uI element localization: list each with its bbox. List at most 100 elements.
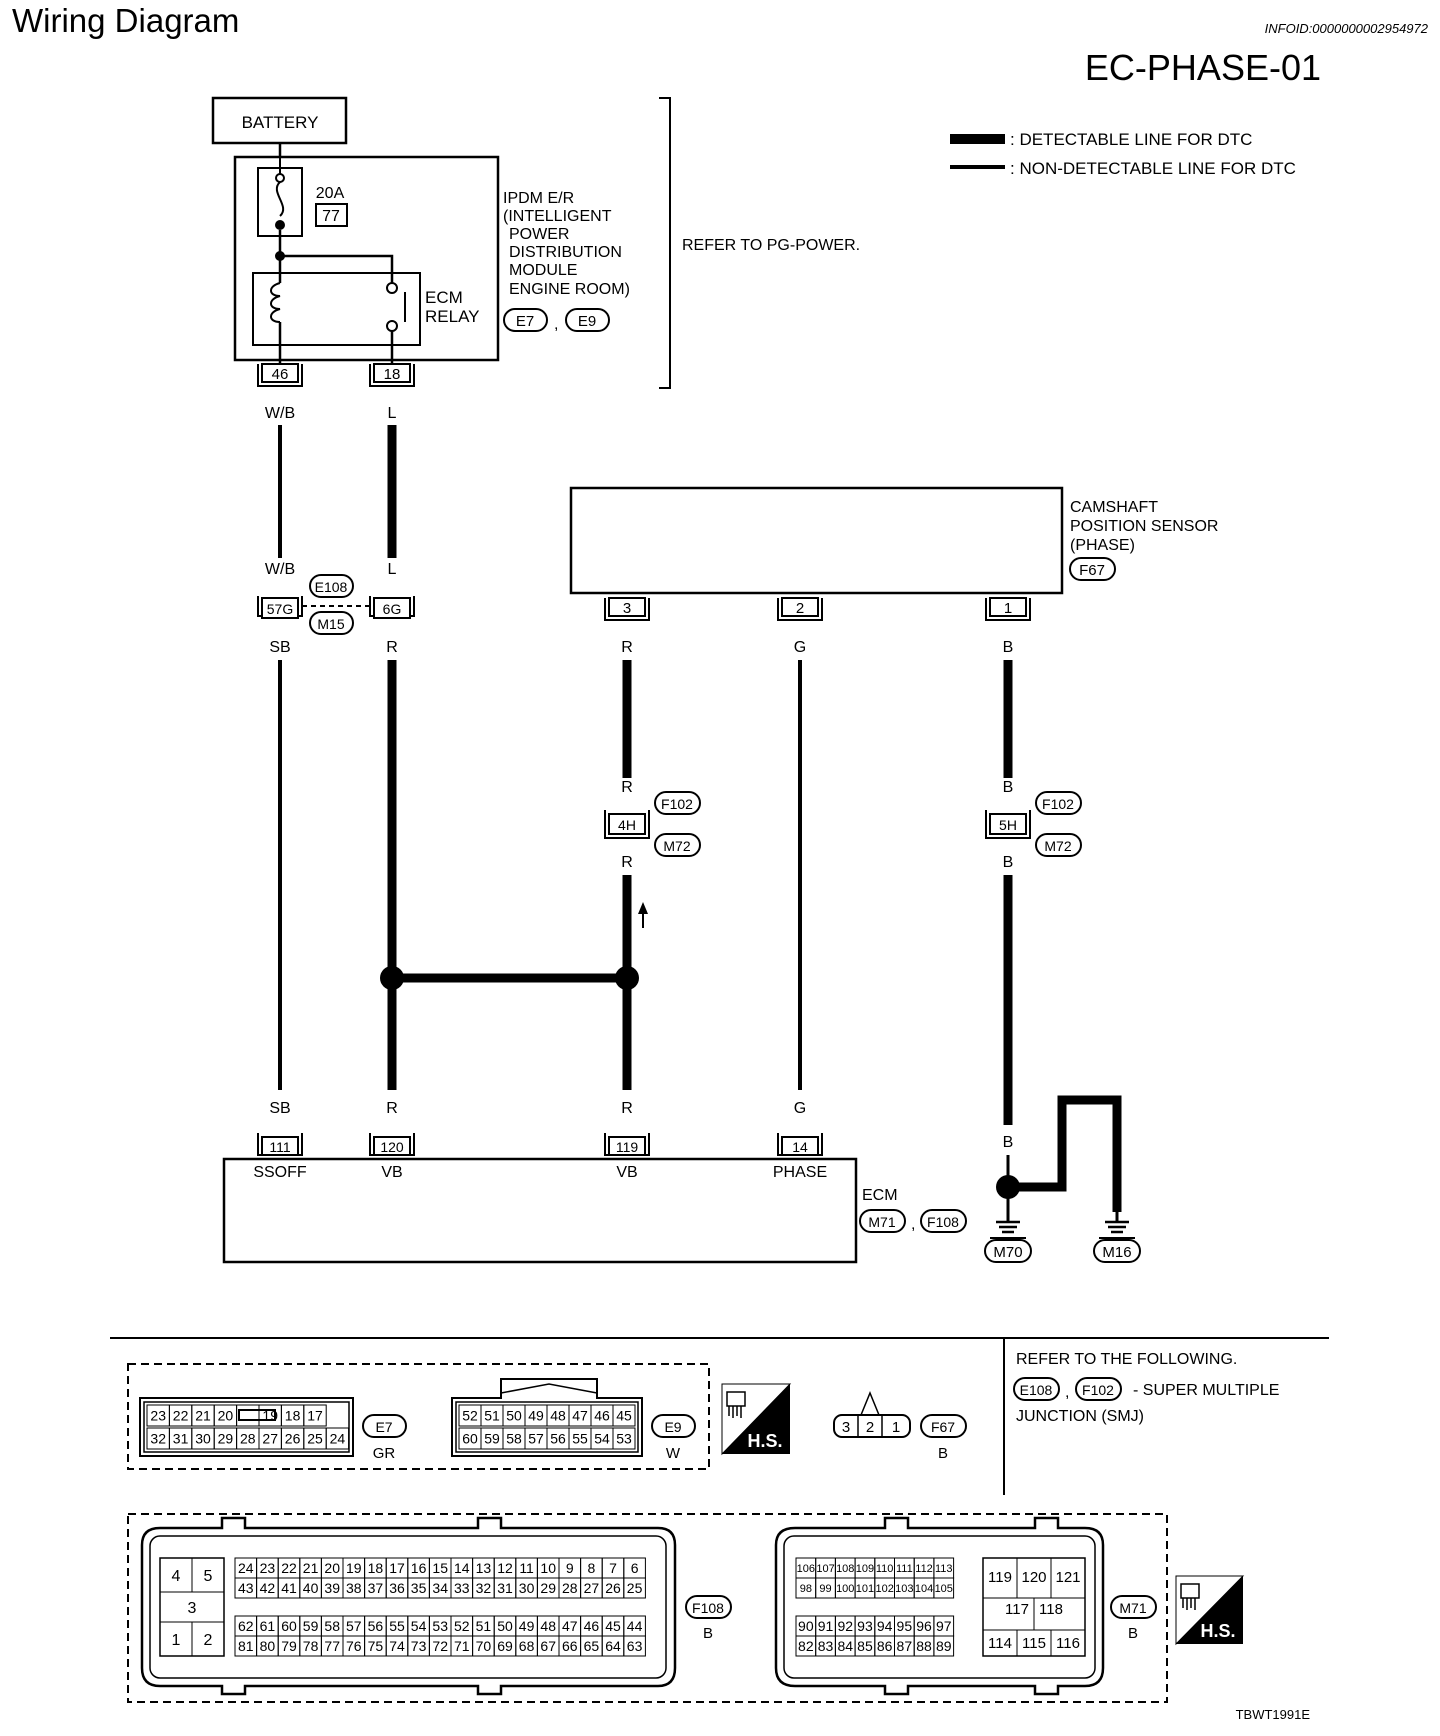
connector-pin: 110	[876, 1563, 894, 1575]
ecm-terminal-name-vb119: VB	[616, 1164, 637, 1181]
connector-pin: 116	[1056, 1635, 1080, 1652]
connector-pin: 111	[896, 1563, 913, 1575]
svg-text:57G: 57G	[267, 601, 293, 617]
connector-pin: 34	[432, 1580, 448, 1596]
connector-pin: 56	[550, 1431, 566, 1447]
connector-pin: 10	[540, 1560, 556, 1576]
svg-text:F102: F102	[661, 796, 693, 812]
connector-pin: 67	[540, 1638, 556, 1654]
connector-pin: 96	[916, 1618, 932, 1634]
connector-pin: 57	[528, 1431, 544, 1447]
ecm-terminal-111: 111	[257, 1133, 303, 1156]
connector-pin: 15	[432, 1560, 448, 1576]
connector-pin: 27	[584, 1580, 600, 1596]
connector-pin: 121	[1055, 1569, 1080, 1586]
connector-pin: 49	[528, 1408, 544, 1424]
connector-pin: 71	[454, 1638, 470, 1654]
connector-pin: 88	[916, 1638, 932, 1654]
connector-pin: 44	[627, 1618, 643, 1634]
connector-pin: 18	[368, 1560, 384, 1576]
connector-pin: 87	[897, 1638, 913, 1654]
connector-pin: 53	[616, 1431, 632, 1447]
ipdm-label-4: DISTRIBUTION	[509, 244, 622, 261]
ipdm-er: 20A 77 ECM RELAY IPDM E/R (INTELLIGENT P…	[233, 155, 630, 375]
connector-pin: 51	[476, 1618, 492, 1634]
connector-pin: 45	[616, 1408, 632, 1424]
ipdm-connector-e9: E9	[578, 313, 596, 330]
connector-pin: 83	[818, 1638, 834, 1654]
connector-pin: 47	[562, 1618, 578, 1634]
connector-pin: 81	[238, 1638, 254, 1654]
connector-pin: 91	[818, 1618, 834, 1634]
m71-color: B	[1128, 1625, 1138, 1642]
wire-color-l-mid: L	[388, 561, 397, 578]
battery: BATTERY	[211, 96, 348, 145]
connector-pin: 47	[572, 1408, 588, 1424]
connector-pin: 21	[303, 1560, 319, 1576]
connector-pin: 90	[798, 1618, 814, 1634]
connector-pin: 99	[819, 1583, 831, 1595]
connector-pin: 31	[173, 1431, 189, 1447]
svg-text:2: 2	[866, 1419, 874, 1436]
connector-pin: 102	[875, 1583, 893, 1595]
connector-pin: 92	[837, 1618, 853, 1634]
relay-label-1: ECM	[425, 288, 463, 307]
wire-color-r-4h-bottom: R	[621, 854, 633, 871]
connector-pin: 58	[506, 1431, 522, 1447]
harness-side-icon: H.S.	[721, 1383, 792, 1456]
svg-text:M72: M72	[663, 838, 690, 854]
legend: : DETECTABLE LINE FOR DTC : NON-DETECTAB…	[950, 130, 1296, 178]
ecm-relay	[252, 272, 421, 346]
connector-pin: 7	[609, 1560, 617, 1576]
connector-pin: 36	[389, 1580, 405, 1596]
svg-text:POSITION SENSOR: POSITION SENSOR	[1070, 518, 1218, 535]
connector-pin: 48	[550, 1408, 566, 1424]
svg-text:REFER TO THE FOLLOWING.: REFER TO THE FOLLOWING.	[1016, 1351, 1237, 1368]
svg-text:18: 18	[384, 366, 401, 383]
connector-pin: 50	[506, 1408, 522, 1424]
relay-coil-icon	[270, 282, 281, 323]
connector-pin: 57	[346, 1618, 362, 1634]
connector-pin: 42	[260, 1580, 276, 1596]
connector-pin: 109	[856, 1563, 874, 1575]
connector-pin: 114	[988, 1635, 1012, 1652]
connector-pin: 119	[988, 1569, 1012, 1586]
svg-text:1: 1	[1004, 600, 1012, 617]
connector-pin: 41	[281, 1580, 297, 1596]
connector-pin: 63	[627, 1638, 643, 1654]
svg-text:M72: M72	[1044, 838, 1071, 854]
e7-color: GR	[373, 1445, 396, 1462]
svg-text:5H: 5H	[999, 817, 1017, 833]
wire-color-g-sensor: G	[794, 639, 806, 656]
ecm-terminal-120: 120	[369, 1133, 415, 1156]
connector-pin: 20	[218, 1408, 234, 1424]
ecm-terminal-name-vb120: VB	[381, 1164, 402, 1181]
svg-text:M15: M15	[317, 616, 344, 632]
connector-view-group-ecm	[127, 1513, 1168, 1703]
connector-pin: 17	[307, 1408, 323, 1424]
wire-color-wb-mid: W/B	[265, 561, 295, 578]
svg-text:6G: 6G	[383, 601, 402, 617]
ipdm-connector-e7: E7	[516, 313, 534, 330]
ipdm-label-5: MODULE	[509, 262, 577, 279]
ground-m16: M16	[1102, 1244, 1131, 1261]
wire-color-l-top: L	[388, 405, 397, 422]
connector-pin: 5	[204, 1568, 213, 1585]
svg-text:F102: F102	[1082, 1382, 1114, 1398]
connector-pin: 61	[260, 1618, 276, 1634]
splice-point-left	[380, 966, 404, 990]
connector-pin: 51	[484, 1408, 500, 1424]
connector-pin: 89	[936, 1638, 952, 1654]
connector-pin: 86	[877, 1638, 893, 1654]
fuse-rating: 20A	[316, 185, 345, 202]
svg-text:F102: F102	[1042, 796, 1074, 812]
connector-pin: 60	[462, 1431, 478, 1447]
connector-pin: 35	[411, 1580, 427, 1596]
connector-pin: 107	[816, 1563, 834, 1575]
svg-text:F67: F67	[931, 1419, 955, 1435]
f108-color: B	[703, 1625, 713, 1642]
connector-pin: 22	[173, 1408, 189, 1424]
connector-pin: 73	[411, 1638, 427, 1654]
